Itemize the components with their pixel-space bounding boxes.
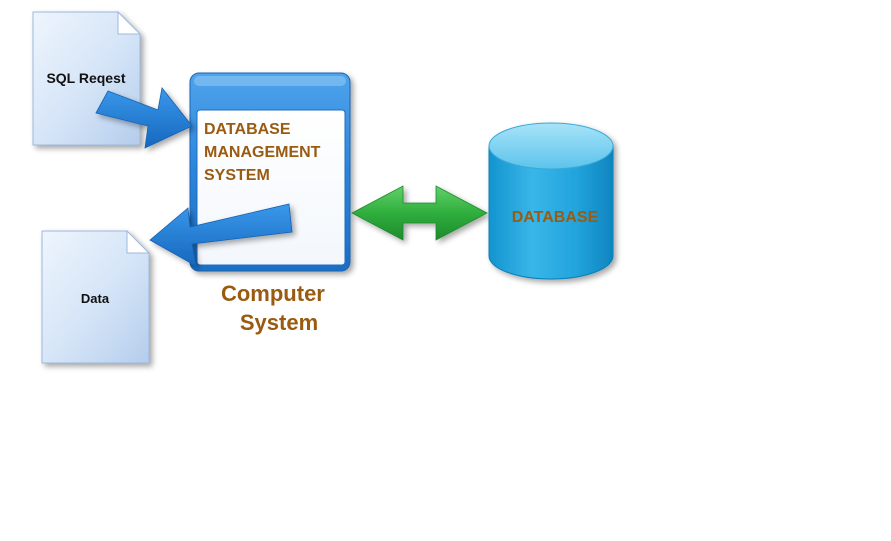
data-document-label: Data	[81, 291, 110, 306]
sql-request-label: SQL Reqest	[46, 70, 125, 86]
dbms-title-line-2: MANAGEMENT	[204, 144, 321, 161]
computer-system-caption: Computer System	[221, 281, 331, 335]
data-arrow	[149, 203, 293, 267]
caption-line-1: Computer	[221, 281, 325, 306]
data-document-fold	[126, 229, 151, 254]
exchange-double-arrow	[351, 185, 488, 241]
sql-request-document-fold	[117, 10, 142, 35]
database-label: DATABASE	[512, 209, 599, 226]
dbms-title-line-1: DATABASE	[204, 121, 291, 138]
data-document-page	[41, 230, 150, 364]
data-document	[41, 229, 151, 364]
database-cylinder	[488, 122, 614, 280]
dbms-title: DATABASE MANAGEMENT SYSTEM	[204, 121, 325, 184]
request-arrow	[95, 87, 193, 149]
database-cylinder-top	[488, 122, 614, 170]
dbms-box-highlight	[194, 76, 346, 86]
database-cylinder-body	[488, 145, 614, 280]
caption-line-2: System	[240, 310, 318, 335]
dbms-title-line-3: SYSTEM	[204, 167, 270, 184]
